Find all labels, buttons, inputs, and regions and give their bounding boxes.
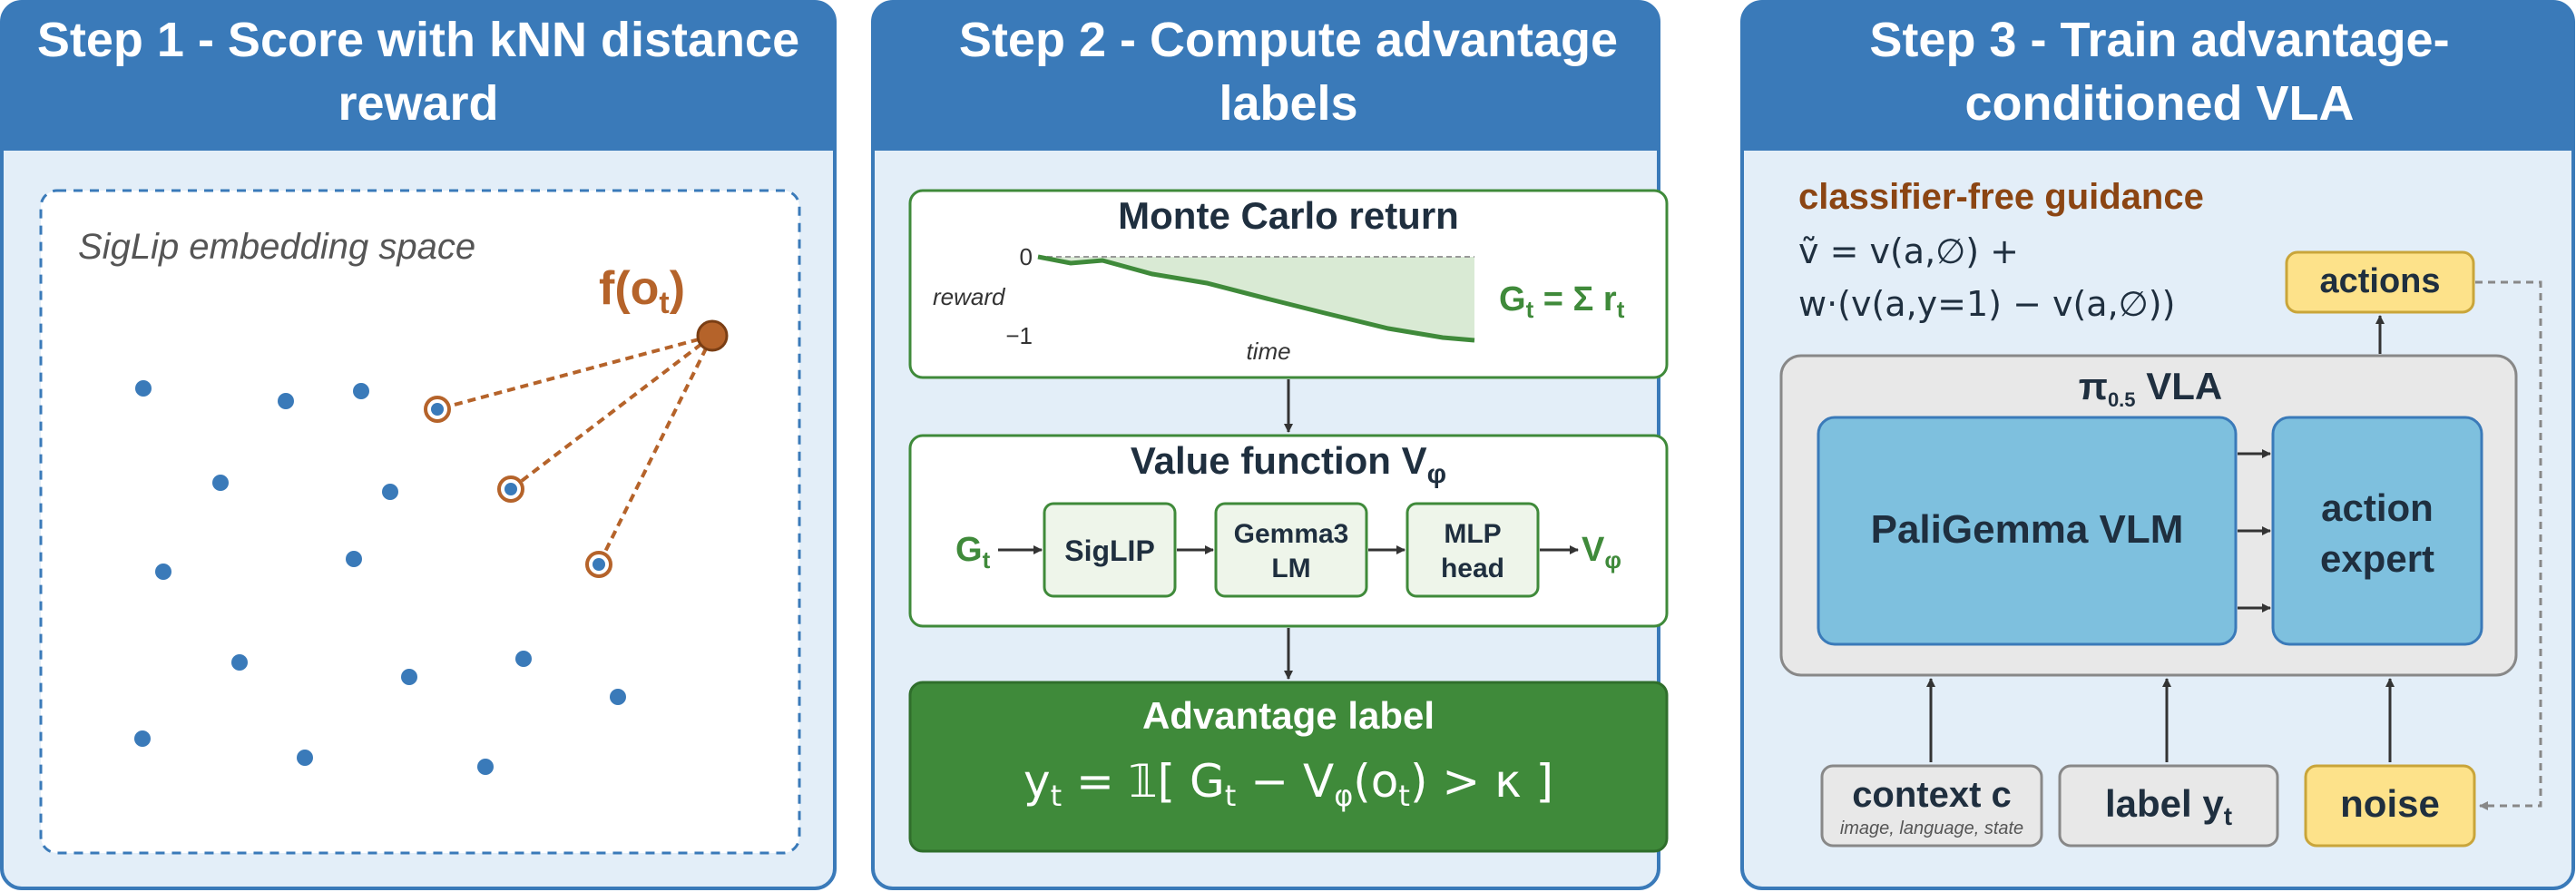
- vla-title: π0.5 VLA: [2079, 365, 2222, 411]
- cfg-formula-line2: w·(v(a,y=1) − v(a,∅)): [1798, 284, 2175, 324]
- mlp-label-line2: head: [1441, 554, 1504, 583]
- siglip-block: [1043, 502, 1177, 598]
- advantage-label-box: Advantage label yt = 𝟙[ Gt − Vφ(ot) > κ …: [908, 681, 1669, 853]
- value-input-label: Gt: [955, 531, 991, 573]
- mlp-head-block: [1406, 502, 1540, 598]
- action-expert-label-line1: action: [2321, 486, 2434, 529]
- step1-title-line1: Step 1 - Score with kNN distance: [37, 13, 799, 67]
- embedding-point: [610, 689, 626, 705]
- y-tick-minus-one: −1: [1005, 322, 1033, 349]
- context-sublabel: image, language, state: [1840, 818, 2023, 838]
- embedding-point: [515, 651, 532, 667]
- monte-carlo-title: Monte Carlo return: [1118, 194, 1459, 237]
- panel-step1: Step 1 - Score with kNN distance reward …: [0, 0, 837, 890]
- embedding-point: [135, 380, 152, 397]
- action-expert-block: [2271, 416, 2483, 646]
- label-box: [2058, 764, 2279, 848]
- advantage-title: Advantage label: [1142, 694, 1435, 737]
- gemma3-label-line1: Gemma3: [1234, 519, 1349, 549]
- action-expert-label-line2: expert: [2320, 537, 2434, 580]
- gemma3-block: [1214, 502, 1368, 598]
- advantage-formula: yt = 𝟙[ Gt − Vφ(ot) > κ ]: [1024, 755, 1553, 813]
- siglip-label: SigLIP: [1064, 534, 1155, 567]
- time-axis-label: time: [1246, 338, 1290, 365]
- gemma3-label-line2: LM: [1271, 554, 1310, 583]
- embedding-point: [382, 484, 398, 500]
- value-output-label: Vφ: [1582, 531, 1621, 573]
- return-formula: Gt = Σ rt: [1499, 280, 1625, 323]
- embedding-point: [477, 759, 494, 775]
- noise-box: [2304, 764, 2476, 848]
- panel-step3: Step 3 - Train advantage- conditioned VL…: [1740, 0, 2575, 890]
- embedding-point: [297, 750, 313, 766]
- reward-axis-label: reward: [933, 283, 1006, 310]
- value-function-title: Value function Vφ: [1131, 439, 1446, 489]
- embedding-point: [134, 730, 151, 747]
- embedding-space-box: [39, 189, 801, 855]
- embedding-point: [346, 551, 362, 567]
- step3-title-line2: conditioned VLA: [1965, 76, 2355, 131]
- step3-title-line1: Step 3 - Train advantage-: [1869, 13, 2449, 67]
- feedback-arrow: [2475, 280, 2542, 810]
- vla-container: π0.5 VLA PaliGemma VLM action expert: [1779, 354, 2518, 677]
- query-point: [696, 319, 729, 352]
- label-yt: label yt: [2105, 782, 2232, 830]
- query-label: f(ot): [599, 262, 685, 320]
- embedding-point: [353, 383, 369, 399]
- actions-label: actions: [2319, 262, 2440, 300]
- step1-title-line2: reward: [338, 76, 498, 131]
- embedding-space-label: SigLip embedding space: [78, 227, 475, 267]
- context-label: context c: [1852, 775, 2012, 815]
- embedding-point: [155, 564, 171, 580]
- embedding-point: [212, 475, 229, 491]
- return-curve: [1037, 254, 1475, 343]
- cfg-formula-line1: ṽ = v(a,∅) +: [1798, 231, 2019, 271]
- knn-links: [436, 334, 714, 565]
- paligemma-vlm-label: PaliGemma VLM: [1871, 507, 2184, 552]
- embedding-points: [134, 380, 626, 775]
- return-area: [1038, 257, 1474, 340]
- embedding-point: [231, 654, 248, 671]
- nearest-neighbors: [424, 396, 612, 578]
- actions-box: [2285, 250, 2475, 314]
- step2-title-line2: labels: [1219, 76, 1357, 131]
- noise-label: noise: [2340, 782, 2440, 825]
- embedding-point: [278, 393, 294, 409]
- embedding-point: [401, 669, 417, 685]
- cfg-title: classifier-free guidance: [1798, 177, 2204, 217]
- panel-step2: Step 2 - Compute advantage labels Monte …: [871, 0, 1669, 890]
- paligemma-vlm-block: [1817, 416, 2238, 646]
- mlp-label-line1: MLP: [1444, 519, 1501, 549]
- monte-carlo-box: Monte Carlo return 0 −1 reward time Gt =…: [908, 189, 1669, 379]
- step2-title-line1: Step 2 - Compute advantage: [959, 13, 1618, 67]
- context-box: [1820, 764, 2043, 848]
- value-function-box: Value function Vφ Gt SigLIP Gemma3 LM ML…: [908, 434, 1669, 628]
- y-tick-zero: 0: [1020, 243, 1033, 270]
